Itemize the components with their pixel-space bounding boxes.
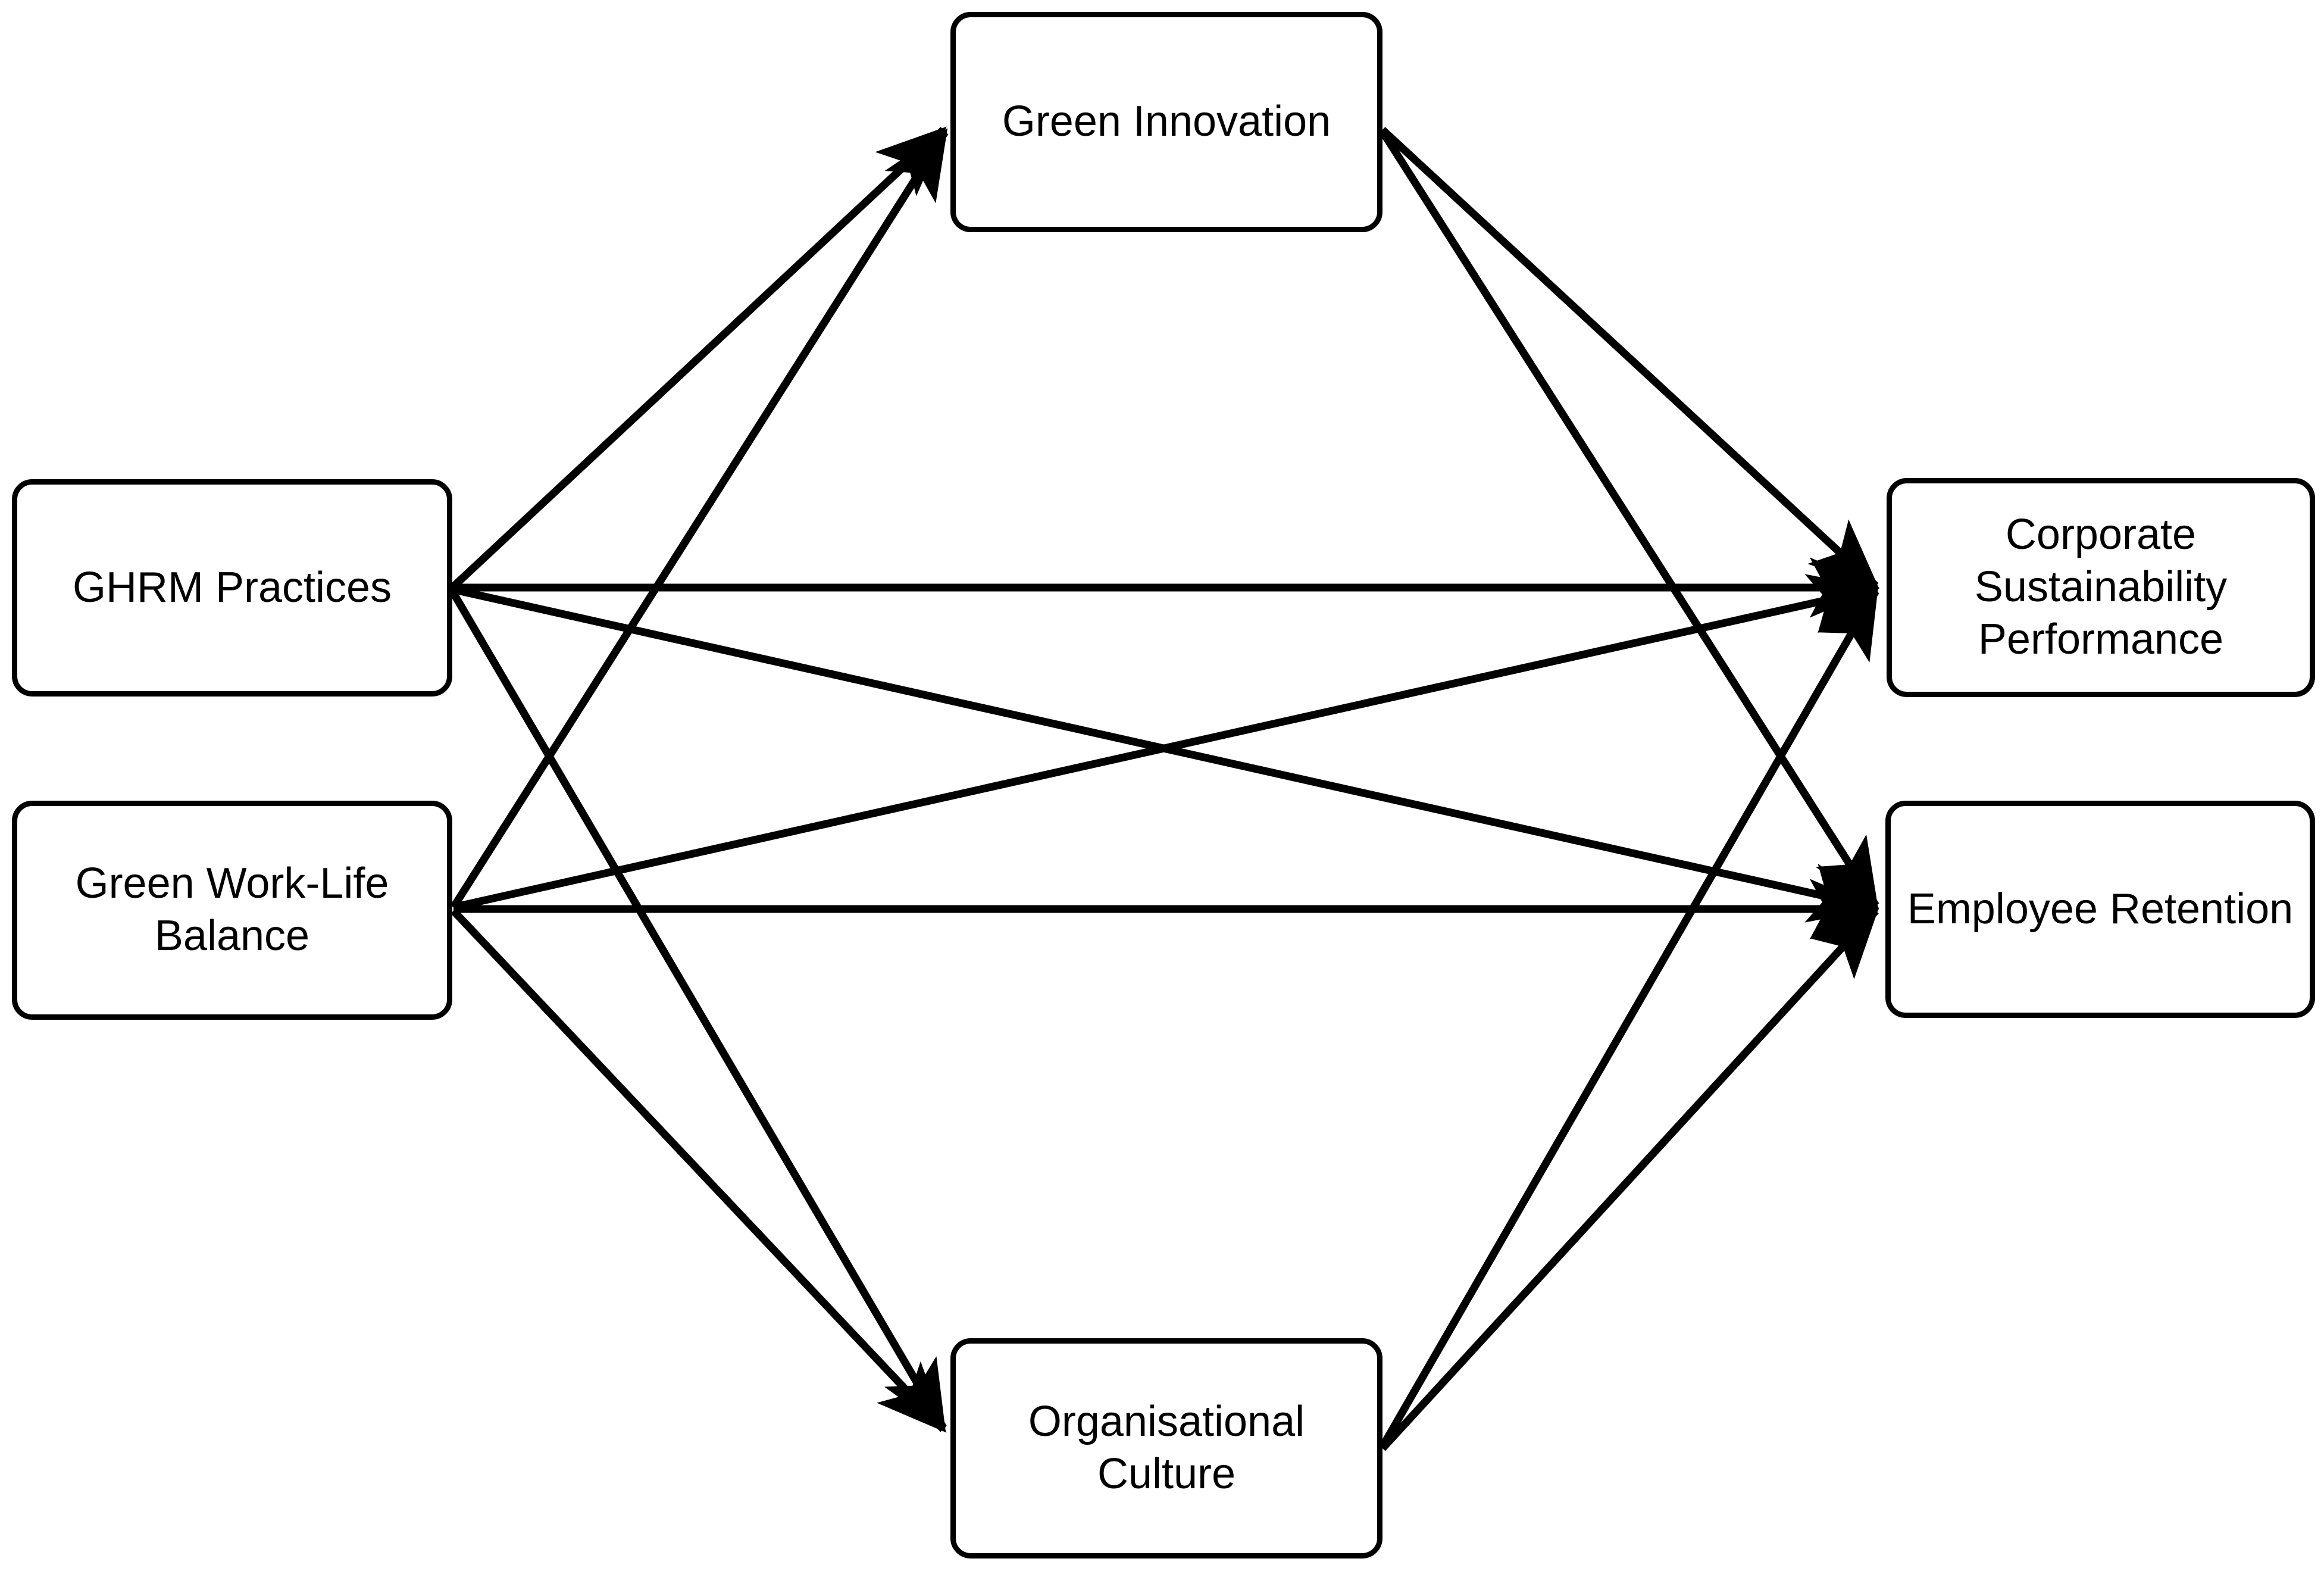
edge-ghrm-to-organisational-culture — [449, 589, 947, 1432]
edge-green-innovation-to-corporate-sustainability-performance — [1380, 127, 1879, 589]
edge-ghrm-to-green-innovation — [449, 126, 947, 591]
node-label-green-work-life-balance: Green Work-Life Balance — [75, 860, 389, 960]
node-organisational-culture[interactable]: Organisational Culture — [950, 1338, 1382, 1558]
node-green-innovation[interactable]: Green Innovation — [950, 12, 1382, 232]
node-ghrm-practices[interactable]: GHRM Practices — [12, 479, 452, 697]
node-label-green-innovation: Green Innovation — [1002, 98, 1331, 146]
edge-green-innovation-to-employee-retention — [1379, 129, 1879, 910]
edge-organisational-culture-to-corporate-sustainability-performance — [1379, 587, 1879, 1449]
node-employee-retention[interactable]: Employee Retention — [1885, 801, 2315, 1018]
edge-gwlb-to-green-innovation — [450, 128, 949, 910]
edge-gwlb-to-organisational-culture — [451, 908, 947, 1433]
edge-gwlb-to-corporate-sustainability-performance — [452, 574, 1879, 911]
edge-organisational-culture-to-employee-retention — [1380, 907, 1879, 1451]
node-label-corporate-sustainability-performance: Corporate Sustainability Performance — [1974, 511, 2228, 663]
node-label-employee-retention: Employee Retention — [1907, 885, 2294, 933]
node-label-organisational-culture: Organisational Culture — [1028, 1398, 1305, 1498]
node-green-work-life-balance[interactable]: Green Work-Life Balance — [12, 801, 452, 1020]
node-label-ghrm-practices: GHRM Practices — [72, 563, 392, 611]
node-corporate-sustainability-performance[interactable]: Corporate Sustainability Performance — [1887, 478, 2315, 697]
